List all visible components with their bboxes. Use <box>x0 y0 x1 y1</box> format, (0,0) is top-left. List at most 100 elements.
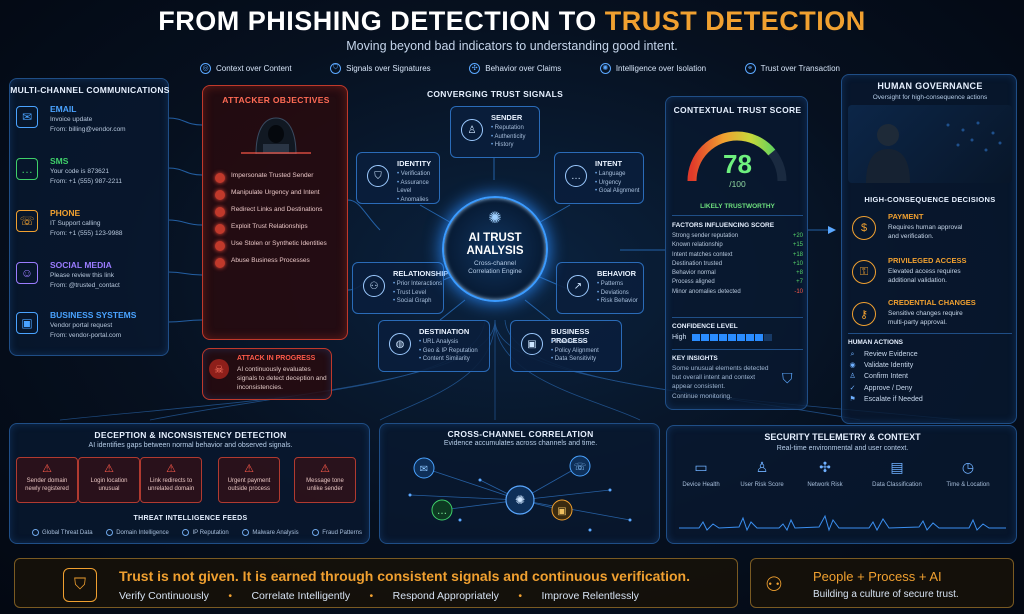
action-review-evidence[interactable]: ⌕Review Evidence <box>848 349 1012 360</box>
telemetry-user-risk[interactable]: ♙User Risk Score <box>727 459 797 488</box>
objective-item: Impersonate Trusted Sender <box>215 172 341 183</box>
signal-identity[interactable]: ⛉ IDENTITY VerificationAssurance LevelAn… <box>356 152 440 204</box>
signal-business-process[interactable]: ▣ BUSINESS PROCESS Process FitPolicy Ali… <box>510 320 622 372</box>
id-shield-icon: ⛉ <box>367 165 389 187</box>
chat-icon: … <box>16 158 38 180</box>
decision-privileged-access[interactable]: ⚿ PRIVILEGED ACCESS Elevated access requ… <box>848 254 1014 294</box>
pillars-row: Verify Continuously• Correlate Intellige… <box>119 590 639 602</box>
domain-icon <box>106 529 114 536</box>
channel-social-media[interactable]: ☺ SOCIAL MEDIA Please review this link F… <box>10 256 160 302</box>
objective-item: Redirect Links and Destinations <box>215 206 341 217</box>
principle-item: ⚭Trust over Transaction <box>744 62 840 74</box>
svg-text:✺: ✺ <box>515 493 525 507</box>
key-icon: ⚷ <box>852 302 876 326</box>
trust-verdict: LIKELY TRUSTWORTHY <box>700 203 775 210</box>
trend-icon: ↗ <box>567 275 589 297</box>
flag-icon: ⚑ <box>849 395 856 403</box>
handshake-icon: ⚭ <box>744 62 756 74</box>
signal-intent[interactable]: … INTENT LanguageUrgencyGoal Alignment <box>554 152 644 204</box>
phone-icon: ☏ <box>16 210 38 232</box>
action-validate-identity[interactable]: ◉Validate Identity <box>848 360 1012 371</box>
confidence-meter <box>692 334 773 341</box>
telemetry-network-risk[interactable]: ✣Network Risk <box>790 459 860 488</box>
brain-icon: ✺ <box>488 210 502 227</box>
laptop-icon: ▭ <box>694 459 708 475</box>
malware-icon <box>242 529 250 536</box>
skull-icon: ☠ <box>209 359 229 379</box>
channel-email[interactable]: ✉ EMAIL Invoice update From: billing@ven… <box>10 100 160 146</box>
telemetry-panel: SECURITY TELEMETRY & CONTEXT Real-time e… <box>666 425 1017 544</box>
link-icon <box>215 207 225 217</box>
action-confirm-intent[interactable]: ♙Confirm Intent <box>848 371 1012 382</box>
target-icon <box>215 173 225 183</box>
threat-feeds: Global Threat Data Domain Intelligence I… <box>32 529 362 536</box>
warning-icon: ⚠ <box>244 463 254 475</box>
warning-icon: ⚠ <box>320 463 330 475</box>
globe-icon <box>32 529 39 536</box>
people-icon: ⚇ <box>363 275 385 297</box>
brain-icon: ✺ <box>599 62 611 74</box>
warning-icon: ⚠ <box>42 463 52 475</box>
signal-behavior[interactable]: ↗ BEHAVIOR PatternsDeviationsRisk Behavi… <box>556 262 644 314</box>
principles-bar: ◎Context over Content ⛉Signals over Sign… <box>200 60 840 76</box>
decision-credential-changes[interactable]: ⚷ CREDENTIAL CHANGES Sensitive changes r… <box>848 296 1014 336</box>
channel-business-systems[interactable]: ▣ BUSINESS SYSTEMS Vendor portal request… <box>10 306 160 352</box>
shield-icon: ⛉ <box>330 62 342 74</box>
hacker-icon <box>241 117 311 154</box>
user-risk-icon: ♙ <box>755 459 769 475</box>
compass-icon: ◎ <box>200 62 211 74</box>
attack-in-progress-alert: ☠ ATTACK IN PROGRESS AI continuously eva… <box>202 348 332 400</box>
warning-icon: ⚠ <box>166 463 176 475</box>
page-subtitle: Moving beyond bad indicators to understa… <box>346 39 678 53</box>
feed-item: Malware Analysis <box>242 529 299 536</box>
warning-icon: ⚠ <box>104 463 114 475</box>
feed-item: Global Threat Data <box>32 529 93 536</box>
cross-channel-panel: CROSS-CHANNEL CORRELATION Evidence accum… <box>379 423 660 544</box>
correlation-network: ✺ ✉ … ☏ ▣ <box>408 455 632 532</box>
signal-sender[interactable]: ♙ SENDER ReputationAuthenticityHistory <box>450 106 540 158</box>
globe-icon: ◍ <box>389 333 411 355</box>
objective-item: Abuse Business Processes <box>215 257 341 268</box>
feed-item: IP Reputation <box>182 529 229 536</box>
clock-icon: ◷ <box>961 459 975 475</box>
alarm-icon <box>215 190 225 200</box>
action-approve-deny[interactable]: ✓Approve / Deny <box>848 383 1012 394</box>
objective-item: Use Stolen or Synthetic Identities <box>215 240 341 251</box>
telemetry-device-health[interactable]: ▭Device Health <box>666 459 736 488</box>
svg-text:✉: ✉ <box>420 464 428 475</box>
identity-icon <box>215 241 225 251</box>
trust-banner: ⛉ Trust is not given. It is earned throu… <box>14 558 738 608</box>
channel-phone[interactable]: ☏ PHONE IT Support calling From: +1 (555… <box>10 204 160 250</box>
trust-score-value: 78 <box>723 149 752 179</box>
principle-item: ✣Behavior over Claims <box>469 62 561 74</box>
factor-row: Destination trusted+10 <box>672 260 803 267</box>
factors-section: FACTORS INFLUENCING SCORE Strong sender … <box>672 215 803 311</box>
people-icon <box>215 224 225 234</box>
svg-text:☏: ☏ <box>574 462 587 473</box>
svg-text:…: … <box>437 506 447 517</box>
telemetry-time-location[interactable]: ◷Time & Location <box>933 459 1003 488</box>
feed-item: Fraud Patterns <box>312 529 362 536</box>
channel-sms[interactable]: … SMS Your code is 873621 From: +1 (555)… <box>10 152 160 198</box>
trust-score-panel: CONTEXTUAL TRUST SCORE 78 /100 LIKELY TR… <box>665 96 808 410</box>
network-icon: ✣ <box>469 62 481 74</box>
signal-relationship[interactable]: ⚇ RELATIONSHIP Prior InteractionsTrust L… <box>352 262 448 314</box>
principle-item: ✺Intelligence over Isolation <box>599 62 706 74</box>
document-icon: ▤ <box>890 459 904 475</box>
action-escalate[interactable]: ⚑Escalate if Needed <box>848 394 1012 405</box>
trust-gauge <box>687 131 787 182</box>
confidence-section: CONFIDENCE LEVEL High <box>672 317 803 341</box>
signal-destination[interactable]: ◍ DESTINATION URL AnalysisGeo & IP Reput… <box>378 320 490 372</box>
factor-row: Known relationship+15 <box>672 242 803 249</box>
svg-text:▣: ▣ <box>557 506 566 517</box>
fraud-icon <box>312 529 320 536</box>
briefcase-icon: ▣ <box>16 312 38 334</box>
telemetry-data-classification[interactable]: ▤Data Classification <box>862 459 932 488</box>
